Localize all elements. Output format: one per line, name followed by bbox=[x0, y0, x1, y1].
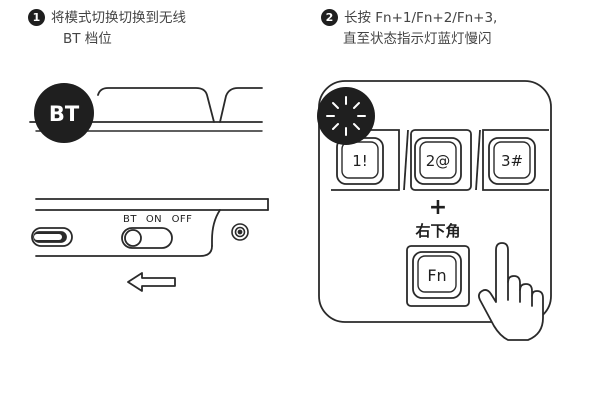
arrow-left-icon bbox=[127, 272, 176, 292]
step-1-caption: 1 将模式切换切换到无线 BT 档位 bbox=[28, 8, 186, 50]
step-1-line-1: 将模式切换切换到无线 bbox=[51, 10, 186, 26]
key-3: 3# bbox=[475, 129, 549, 191]
step-2-line-2: 直至状态指示灯蓝灯慢闪 bbox=[343, 31, 492, 47]
mode-switch: BT ON OFF bbox=[121, 214, 193, 249]
keyboard-side-illustration bbox=[35, 198, 269, 257]
step-1-line-2: BT 档位 bbox=[63, 31, 112, 47]
indicator-light-blinking-icon bbox=[317, 87, 375, 145]
corner-label: 右下角 bbox=[415, 222, 460, 240]
key-2-label: 2@ bbox=[426, 152, 451, 170]
switch-label-on: ON bbox=[146, 214, 162, 225]
switch-label-off: OFF bbox=[172, 214, 193, 225]
switch-label-bt: BT bbox=[123, 214, 137, 225]
bt-badge-label: BT bbox=[49, 102, 80, 126]
key-2: 2@ bbox=[403, 129, 472, 191]
step-2-caption: 2 长按 Fn+1/Fn+2/Fn+3, 直至状态指示灯蓝灯慢闪 bbox=[321, 8, 497, 50]
pressing-hand-icon bbox=[477, 242, 544, 341]
screw-icon bbox=[231, 223, 249, 241]
usb-port-icon bbox=[31, 227, 73, 247]
step-2-line-1: 长按 Fn+1/Fn+2/Fn+3, bbox=[344, 10, 498, 26]
plus-sign: + bbox=[429, 195, 447, 220]
key-1-label: 1! bbox=[352, 152, 368, 170]
keyboard-corner-illustration bbox=[318, 80, 552, 323]
fn-key-label: Fn bbox=[427, 266, 446, 285]
step-1-number: 1 bbox=[28, 9, 45, 26]
step-2-number: 2 bbox=[321, 9, 338, 26]
fn-key: Fn bbox=[406, 245, 470, 307]
bt-badge: BT bbox=[34, 83, 94, 143]
key-3-label: 3# bbox=[501, 152, 523, 170]
